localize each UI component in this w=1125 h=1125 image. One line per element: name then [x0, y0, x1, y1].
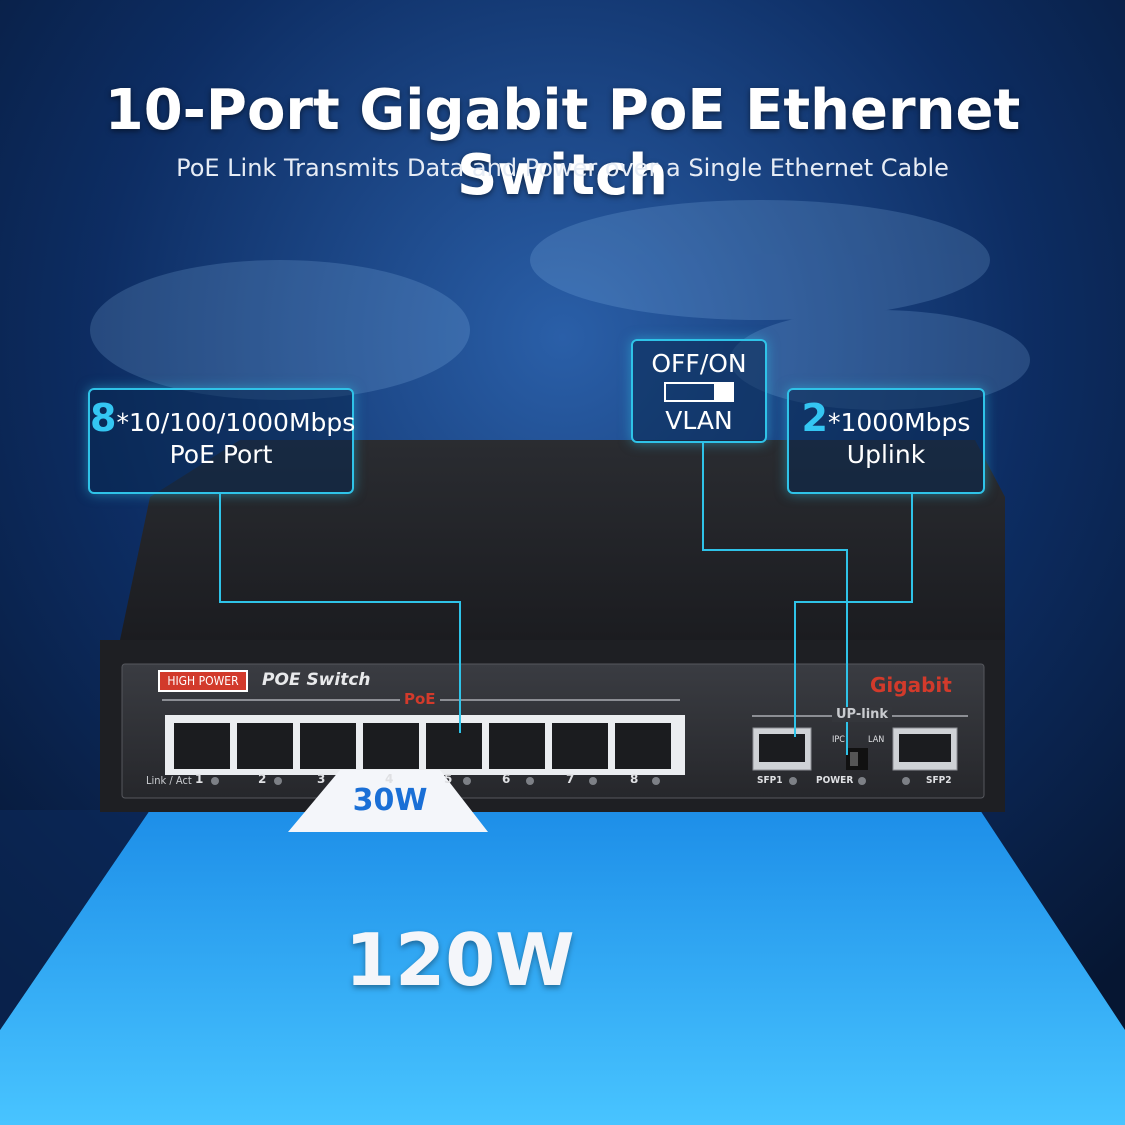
power-label: POWER	[816, 775, 854, 786]
port-number: 7	[566, 772, 575, 786]
poe-section-label: PoE	[400, 690, 440, 708]
port-number: 1	[195, 772, 204, 786]
callout-poe-ports: 8*10/100/1000Mbps PoE Port	[88, 388, 356, 494]
sfp2-label: SFP2	[926, 775, 952, 786]
callout-vlan: OFF/ON VLAN	[631, 339, 767, 443]
per-port-wattage: 30W	[352, 783, 428, 818]
switch-right-label: LAN	[868, 735, 885, 745]
toggle-switch-icon	[664, 382, 734, 402]
sfp1-label: SFP1	[757, 775, 783, 786]
vlan-label: VLAN	[665, 406, 733, 435]
callout-uplink: 2*1000Mbps Uplink	[787, 388, 985, 494]
port-number: 4	[385, 772, 394, 786]
poe-port-count: 8	[90, 396, 117, 440]
poe-port-label: PoE Port	[169, 440, 273, 469]
device-name: POE Switch	[262, 670, 371, 690]
page-subtitle: PoE Link Transmits Data and Power over a…	[176, 154, 949, 182]
port-number: 5	[444, 772, 453, 786]
brand-label: Gigabit	[870, 673, 952, 697]
port-number: 2	[258, 772, 267, 786]
port-number: 3	[317, 772, 326, 786]
port-number: 6	[502, 772, 511, 786]
uplink-label: Uplink	[846, 440, 926, 469]
vlan-off-on: OFF/ON	[651, 349, 747, 378]
link-act-label: Link / Act	[146, 774, 192, 787]
switch-left-label: IPC	[832, 735, 845, 745]
total-wattage: 120W	[345, 918, 575, 1002]
page-title: 10-Port Gigabit PoE Ethernet Switch	[104, 78, 1021, 208]
uplink-speed: *1000Mbps	[827, 408, 971, 437]
high-power-badge: HIGH POWER	[167, 674, 239, 688]
poe-port-speed: *10/100/1000Mbps	[116, 408, 356, 437]
uplink-count: 2	[801, 396, 828, 440]
port-number: 8	[630, 772, 639, 786]
uplink-section-label: UP-link	[832, 707, 893, 722]
